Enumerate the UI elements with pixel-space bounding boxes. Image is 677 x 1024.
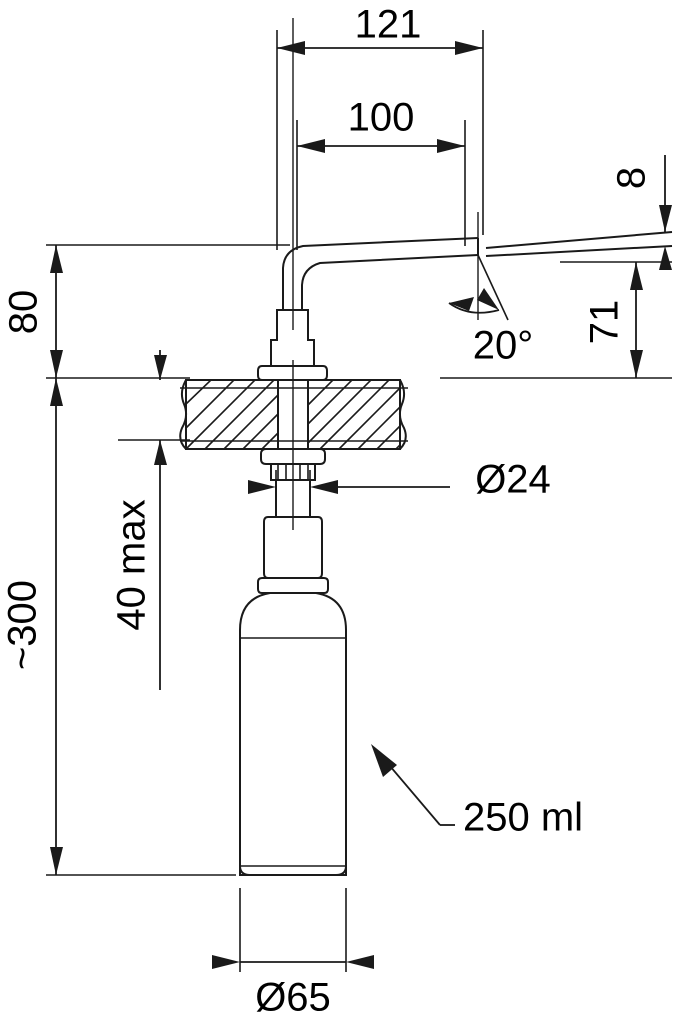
dimension-label-100: 100 (348, 96, 415, 140)
dimension-8 (659, 155, 672, 270)
product-outline (179, 231, 673, 876)
dimension-label-bottle-diameter: Ø65 (255, 976, 331, 1020)
leader-250-ml (371, 744, 455, 826)
dimension-40-max (118, 350, 190, 690)
dimension-shank-diameter (248, 470, 450, 500)
dimension-label-40-max: 40 max (110, 499, 154, 630)
dimension-80 (46, 244, 290, 379)
dimension-label-71: 71 (583, 300, 627, 345)
dimension-label-8: 8 (610, 167, 654, 189)
dimension-20-degrees (448, 254, 509, 321)
annotation-label-capacity: 250 ml (463, 796, 583, 840)
dimension-bottle-diameter (212, 888, 374, 972)
dimension-label-80: 80 (2, 290, 46, 335)
dimension-label-total-height: ~300 (1, 580, 45, 670)
dimension-121 (276, 30, 484, 250)
dimension-total-height (46, 378, 236, 876)
dimension-71 (440, 261, 672, 379)
centerlines (180, 18, 479, 530)
dimension-label-shank-diameter: Ø24 (475, 458, 551, 502)
dimension-100 (296, 120, 466, 250)
dimension-label-121: 121 (355, 3, 422, 47)
dimension-label-20-degrees: 20° (473, 324, 534, 368)
